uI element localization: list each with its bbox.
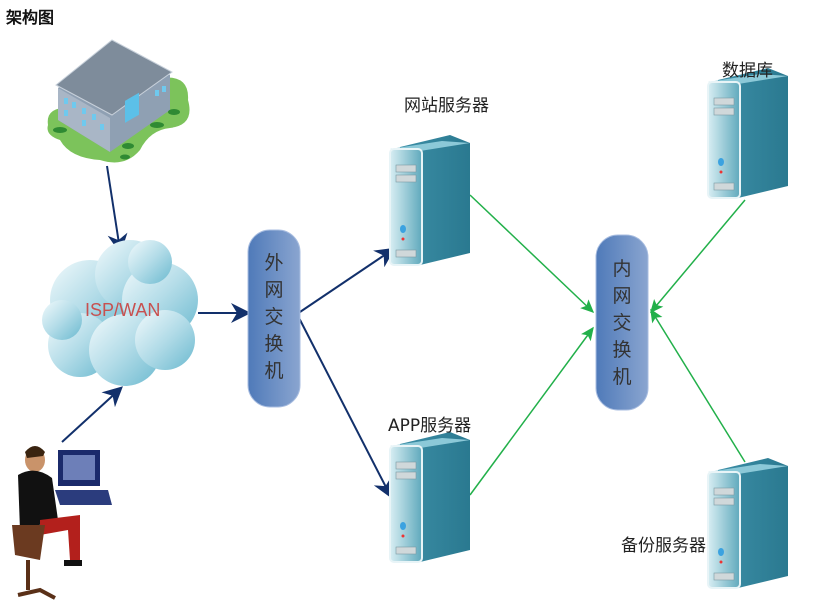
link-outer-switch-web — [296, 247, 396, 315]
link-outer-switch-app — [296, 313, 392, 499]
cloud-label: ISP/WAN — [85, 300, 161, 320]
link-backup-inner-switch — [650, 308, 746, 463]
backup-server-icon — [707, 457, 789, 589]
links — [61, 165, 746, 499]
isp-wan-cloud — [42, 240, 198, 386]
backup-server-label: 备份服务器 — [621, 536, 706, 556]
link-user-cloud — [61, 386, 123, 443]
database-label: 数据库 — [722, 61, 773, 81]
web-server-label: 网站服务器 — [404, 96, 489, 116]
office-building-icon — [47, 39, 190, 163]
app-server-icon — [389, 431, 471, 563]
inner-switch — [595, 234, 649, 411]
outer-switch — [247, 229, 301, 408]
link-app-inner-switch — [469, 326, 594, 496]
app-server-label: APP服务器 — [388, 416, 472, 436]
outer-switch-label: 外网交换机 — [264, 252, 284, 382]
page-title: 架构图 — [6, 8, 55, 27]
web-server-icon — [389, 134, 471, 266]
inner-switch-label: 内网交换机 — [612, 258, 632, 388]
person-at-computer-icon — [12, 446, 112, 600]
link-web-inner-switch — [469, 194, 595, 314]
link-building-cloud — [106, 165, 128, 254]
database-server-icon — [707, 67, 789, 199]
link-database-inner-switch — [650, 199, 746, 314]
